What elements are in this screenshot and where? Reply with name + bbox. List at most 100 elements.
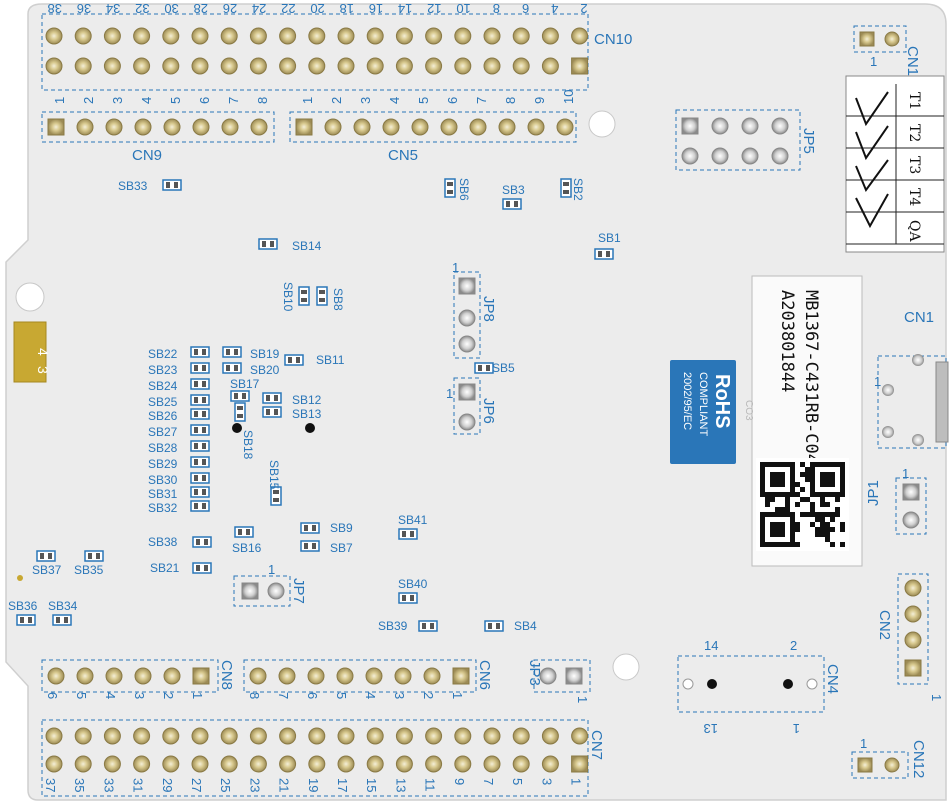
sb13-pad-copper xyxy=(274,409,278,415)
sb9-label: SB9 xyxy=(330,521,353,535)
qr-module xyxy=(825,522,830,527)
qr-module xyxy=(775,462,780,467)
sb25-pad-copper xyxy=(202,397,206,403)
jp5-pin xyxy=(771,117,789,135)
qr-module xyxy=(770,522,775,527)
sb19-label: SB19 xyxy=(250,347,280,361)
sb24-pad xyxy=(190,378,210,390)
sb41-pad-copper xyxy=(402,531,406,537)
jp3-label: JP3 xyxy=(526,660,543,686)
cn4-hole xyxy=(806,678,818,690)
sb20-pad-copper xyxy=(234,365,238,371)
sb16-label: SB16 xyxy=(232,541,262,555)
qr-module xyxy=(785,512,790,517)
qr-module xyxy=(775,507,780,512)
qr-module xyxy=(820,502,825,507)
cn8-pin xyxy=(105,667,123,685)
sb36-pad-copper xyxy=(28,617,32,623)
jp5-pin xyxy=(771,147,789,165)
sb25-label: SB25 xyxy=(148,395,178,409)
qr-module xyxy=(815,527,820,532)
sb10-pad-copper xyxy=(301,290,307,294)
qa-row-label: T3 xyxy=(906,156,922,174)
cn9-pin-number: 7 xyxy=(226,97,241,104)
jp5-pin xyxy=(741,147,759,165)
cn6-pin-number: 8 xyxy=(247,692,262,699)
cn7-pin xyxy=(162,755,180,773)
cn4-pin-number: 1 xyxy=(793,721,800,736)
rohs-directive: 2002/95/EC xyxy=(681,372,693,430)
cn7-pin xyxy=(191,727,209,745)
sb30-pad-copper xyxy=(202,475,206,481)
jp5-pin xyxy=(681,117,699,135)
sb4-pad-copper xyxy=(496,623,500,629)
cn7-pin-number: 17 xyxy=(335,778,350,792)
sb24-label: SB24 xyxy=(148,379,178,393)
edge-pad-label: 4 xyxy=(35,348,51,356)
sb11-label: SB11 xyxy=(316,353,345,367)
qr-module xyxy=(760,462,765,467)
qr-module xyxy=(775,482,780,487)
cn7-pin-number: 7 xyxy=(481,778,496,785)
cn10-pin-number: 4 xyxy=(551,1,558,16)
sb2-pad xyxy=(560,178,572,198)
qr-module xyxy=(785,492,790,497)
sb35-label: SB35 xyxy=(74,563,104,577)
qr-module xyxy=(790,492,795,497)
cn10-pin-number: 22 xyxy=(281,1,295,16)
sb28-pad-copper xyxy=(202,443,206,449)
qr-module xyxy=(825,527,830,532)
qr-module xyxy=(825,502,830,507)
sb6-pad-copper xyxy=(447,182,453,186)
cn10-pin xyxy=(220,27,238,45)
cn5-pin xyxy=(411,118,429,136)
qr-module xyxy=(820,492,825,497)
jp3-pad xyxy=(539,667,557,685)
qr-module xyxy=(805,467,810,472)
cn7-pin-number: 33 xyxy=(101,778,116,792)
cn7-pin-number: 15 xyxy=(364,778,379,792)
cn6-pin-number: 7 xyxy=(276,692,291,699)
qr-module xyxy=(800,472,805,477)
qr-module xyxy=(775,472,780,477)
qr-module xyxy=(790,532,795,537)
qr-module xyxy=(840,492,845,497)
qr-module xyxy=(815,462,820,467)
sb39-pad xyxy=(418,620,438,632)
qr-module xyxy=(840,487,845,492)
sb34-pad xyxy=(52,614,72,626)
sb22-pad-copper xyxy=(202,349,206,355)
cn5-pin xyxy=(527,118,545,136)
sb2-pad-copper xyxy=(563,190,569,194)
cn10-pin-number: 6 xyxy=(522,1,529,16)
qr-module xyxy=(790,522,795,527)
qr-module xyxy=(810,462,815,467)
rohs-title: RoHS xyxy=(711,374,733,428)
qr-module xyxy=(780,512,785,517)
qr-module xyxy=(770,532,775,537)
cn1-pad xyxy=(912,354,924,366)
cn7-pin xyxy=(366,755,384,773)
qr-module xyxy=(810,482,815,487)
cn10-pin-number: 10 xyxy=(456,1,470,16)
jp6-outline xyxy=(453,377,481,435)
cn1-pad xyxy=(882,426,894,438)
cn4-pad xyxy=(783,679,793,689)
qr-module xyxy=(780,532,785,537)
cn10-pin-number: 16 xyxy=(369,1,383,16)
cn7-pin xyxy=(425,727,443,745)
cn5-pin xyxy=(382,118,400,136)
cn4-label: CN4 xyxy=(824,664,841,694)
sb11-pad-copper xyxy=(288,357,292,363)
sb8-pad xyxy=(316,286,328,306)
qr-module xyxy=(820,497,825,502)
qr-module xyxy=(800,462,805,467)
jp3-pad xyxy=(565,667,583,685)
cn7-pin xyxy=(425,755,443,773)
mounting-hole xyxy=(15,282,45,312)
cn7-pin xyxy=(220,727,238,745)
qr-module xyxy=(770,527,775,532)
jp5-outline xyxy=(675,109,801,171)
sb18-pad-copper xyxy=(237,406,243,410)
